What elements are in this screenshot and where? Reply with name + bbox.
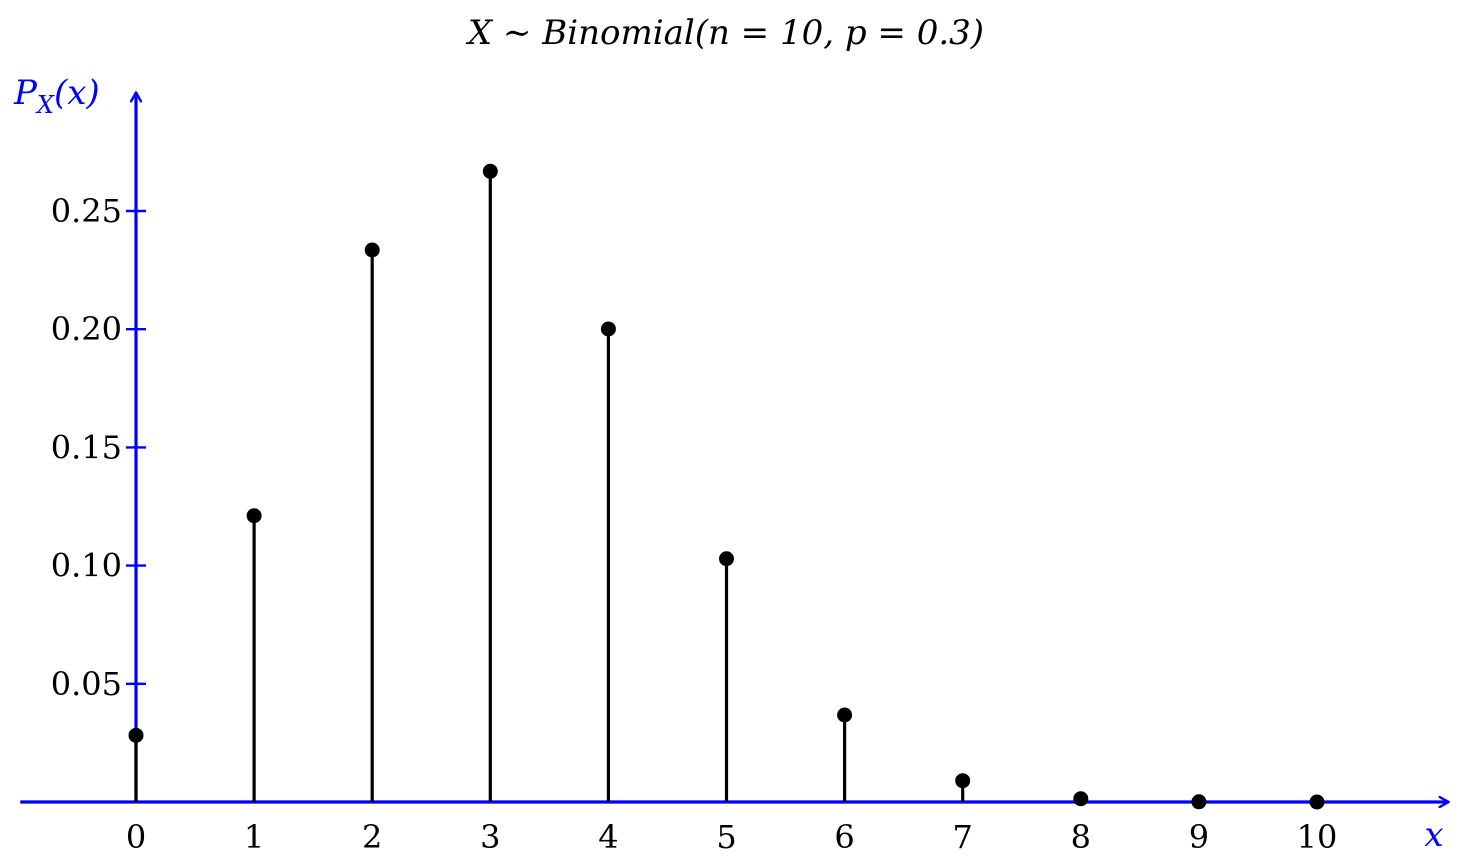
data-point xyxy=(128,727,144,743)
x-tick-label: 9 xyxy=(1189,818,1209,856)
data-point xyxy=(246,508,262,524)
y-tick-label: 0.25 xyxy=(51,192,122,230)
x-ticks: 0 1 2 3 4 5 6 7 8 9 10 xyxy=(126,818,1338,856)
chart-title: X ∼ Binomial(n = 10, p = 0.3) xyxy=(465,13,984,53)
x-tick-label: 2 xyxy=(362,818,382,856)
y-axis-label: PX(x) xyxy=(13,73,100,119)
y-tick-label: 0.20 xyxy=(51,310,122,348)
x-axis-label: x xyxy=(1424,815,1443,855)
data-point xyxy=(1073,791,1089,807)
x-tick-label: 6 xyxy=(834,818,854,856)
markers xyxy=(128,163,1325,810)
x-tick-label: 10 xyxy=(1297,818,1338,856)
data-point xyxy=(1309,794,1325,810)
data-point xyxy=(837,707,853,723)
y-tick-label: 0.05 xyxy=(51,665,122,703)
data-point xyxy=(600,321,616,337)
data-point xyxy=(482,163,498,179)
x-tick-label: 1 xyxy=(244,818,264,856)
x-tick-label: 8 xyxy=(1071,818,1091,856)
data-point xyxy=(719,551,734,567)
x-tick-label: 0 xyxy=(126,818,146,856)
y-tick-label: 0.15 xyxy=(51,428,122,466)
x-tick-label: 7 xyxy=(953,818,973,856)
stems xyxy=(134,171,1201,802)
x-tick-label: 4 xyxy=(598,818,618,856)
y-tick-label: 0.10 xyxy=(51,547,122,585)
data-point xyxy=(364,242,380,258)
x-tick-label: 3 xyxy=(480,818,500,856)
x-tick-label: 5 xyxy=(716,818,736,856)
axes xyxy=(20,92,1448,802)
data-point xyxy=(1191,794,1207,810)
y-ticks: 0.05 0.10 0.15 0.20 0.25 xyxy=(51,192,146,703)
data-point xyxy=(955,773,971,789)
